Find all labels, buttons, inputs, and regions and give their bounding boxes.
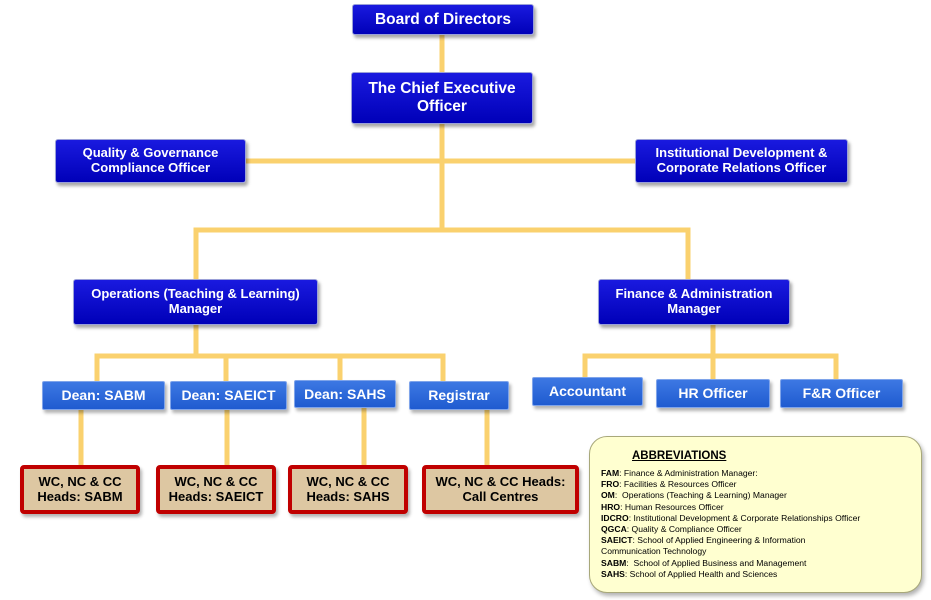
abbreviation-definition: Quality & Compliance Officer: [629, 524, 742, 535]
ceo-label-line-2: Officer: [417, 98, 467, 115]
heads-sahs-label-line-2: Heads: SAHS: [306, 488, 390, 504]
operations-manager-label-line-1: Operations (Teaching & Learning): [91, 286, 300, 302]
abbreviation-row: IDCRO: Institutional Development & Corpo…: [601, 513, 913, 524]
abbreviations-title: ABBREVIATIONS: [632, 450, 727, 462]
finance-admin-manager-box: Finance & Administration Manager: [598, 279, 790, 325]
abbreviation-row: SABM: School of Applied Business and Man…: [601, 558, 913, 569]
idcro-label: Institutional Development & Corporate Re…: [655, 145, 828, 176]
abbreviation-key: QGCA: [601, 524, 627, 535]
abbreviation-definition: Facilities & Resources Officer: [621, 479, 737, 490]
abbreviation-row: FAM: Finance & Administration Manager:: [601, 468, 913, 479]
abbreviation-key: SABM: [601, 557, 627, 568]
qgco-label: Quality & Governance Compliance Officer: [82, 145, 219, 176]
heads-call-centres-label-line-1: WC, NC & CC Heads:: [435, 473, 566, 489]
heads-sahs-label-line-1: WC, NC & CC: [306, 473, 390, 489]
dean-saeict-box: Dean: SAEICT: [170, 381, 287, 410]
abbreviation-key: FAM: [601, 468, 620, 478]
dean-sahs-label: Dean: SAHS: [304, 385, 386, 402]
abbreviation-separator: :: [626, 524, 630, 535]
qgco-label-line-1: Quality & Governance: [82, 145, 219, 161]
hr-officer-label: HR Officer: [678, 385, 748, 402]
ceo-box: The Chief Executive Officer: [351, 72, 533, 124]
fr-officer-label: F&R Officer: [802, 385, 881, 402]
abbreviation-row: SAHS: School of Applied Health and Scien…: [601, 569, 913, 580]
finance-admin-manager-label-line-2: Manager: [667, 301, 721, 316]
heads-call-centres-label: WC, NC & CC Heads: Call Centres: [435, 473, 566, 505]
accountant-label: Accountant: [549, 383, 626, 400]
abbreviation-separator: :: [628, 512, 632, 523]
abbreviation-row: OM: Operations (Teaching & Learning) Man…: [601, 490, 913, 501]
abbreviation-row: HRO: Human Resources Officer: [601, 502, 913, 513]
heads-sabm-label-line-2: Heads: SABM: [37, 488, 123, 504]
abbreviation-separator: :: [624, 568, 628, 579]
abbreviations-panel: ABBREVIATIONS FAM: Finance & Administrat…: [589, 436, 922, 593]
finance-admin-manager-label-line-1: Finance & Administration: [615, 286, 773, 302]
abbreviation-row: FRO: Facilities & Resources Officer: [601, 479, 913, 490]
heads-sabm-label: WC, NC & CC Heads: SABM: [37, 473, 123, 505]
abbreviation-definition: Operations (Teaching & Learning) Manager: [617, 490, 787, 501]
abbreviation-row: QGCA: Quality & Compliance Officer: [601, 524, 913, 535]
abbreviation-key: FRO: [601, 479, 620, 490]
abbreviation-definition: School of Applied Health and Sciences: [627, 568, 778, 579]
connector-paths: [78, 31, 839, 468]
registrar-box: Registrar: [409, 381, 509, 410]
heads-saeict-label-line-1: WC, NC & CC: [174, 473, 258, 489]
heads-sahs-label: WC, NC & CC Heads: SAHS: [306, 473, 390, 505]
abbreviation-definition: Finance & Administration Manager:: [621, 468, 758, 478]
abbreviations-list: FAM: Finance & Administration Manager:FR…: [601, 468, 913, 580]
idcro-box: Institutional Development & Corporate Re…: [635, 139, 848, 183]
heads-saeict-label: WC, NC & CC Heads: SAEICT: [168, 473, 264, 505]
registrar-label: Registrar: [428, 387, 490, 404]
abbreviation-key: SAEICT: [601, 535, 633, 546]
operations-manager-label: Operations (Teaching & Learning) Manager: [91, 286, 300, 317]
heads-call-centres-label-line-2: Call Centres: [462, 488, 539, 504]
abbreviation-key: SAHS: [601, 568, 625, 579]
qgco-box: Quality & Governance Compliance Officer: [55, 139, 246, 183]
abbreviation-row: SAEICT: School of Applied Engineering & …: [601, 535, 913, 546]
abbreviation-key: OM: [601, 490, 615, 501]
idcro-label-line-2: Corporate Relations Officer: [656, 160, 827, 175]
abbreviation-separator: :: [626, 557, 629, 568]
abbreviation-definition: Communication Technology: [601, 546, 707, 557]
abbreviation-separator: :: [619, 468, 622, 478]
heads-sahs-box: WC, NC & CC Heads: SAHS: [288, 465, 408, 514]
finance-admin-manager-label: Finance & Administration Manager: [615, 286, 773, 317]
board-label: Board of Directors: [374, 10, 512, 28]
abbreviation-key: HRO: [601, 501, 621, 512]
abbreviation-definition: Institutional Development & Corporate Re…: [631, 512, 861, 523]
dean-sabm-label: Dean: SABM: [61, 387, 146, 404]
hr-officer-box: HR Officer: [656, 379, 770, 408]
ceo-label-line-1: The Chief Executive: [368, 80, 516, 98]
abbreviation-row: Communication Technology: [601, 546, 913, 557]
qgco-label-line-2: Compliance Officer: [90, 160, 211, 175]
ceo-label: The Chief Executive Officer: [368, 80, 515, 116]
operations-manager-label-line-2: Manager: [168, 301, 223, 316]
abbreviation-definition: Human Resources Officer: [622, 501, 724, 512]
idcro-label-line-1: Institutional Development &: [655, 145, 828, 161]
abbreviation-separator: :: [619, 479, 622, 490]
dean-saeict-label: Dean: SAEICT: [181, 387, 276, 404]
fr-officer-box: F&R Officer: [780, 379, 903, 408]
accountant-box: Accountant: [532, 377, 643, 406]
board-of-directors-box: Board of Directors: [352, 4, 534, 35]
abbreviation-definition: School of Applied Business and Managemen…: [628, 557, 807, 568]
heads-saeict-label-line-2: Heads: SAEICT: [168, 488, 264, 504]
abbreviation-separator: :: [620, 501, 623, 512]
operations-manager-box: Operations (Teaching & Learning) Manager: [73, 279, 318, 325]
abbreviation-separator: :: [614, 490, 618, 501]
heads-sabm-box: WC, NC & CC Heads: SABM: [20, 465, 140, 514]
abbreviation-definition: School of Applied Engineering & Informat…: [634, 535, 806, 546]
dean-sahs-box: Dean: SAHS: [294, 380, 396, 408]
heads-saeict-box: WC, NC & CC Heads: SAEICT: [156, 465, 276, 514]
dean-sabm-box: Dean: SABM: [42, 381, 165, 410]
heads-call-centres-box: WC, NC & CC Heads: Call Centres: [422, 465, 579, 514]
abbreviation-separator: :: [632, 535, 635, 546]
abbreviation-key: IDCRO: [601, 512, 629, 523]
heads-sabm-label-line-1: WC, NC & CC: [38, 473, 122, 489]
